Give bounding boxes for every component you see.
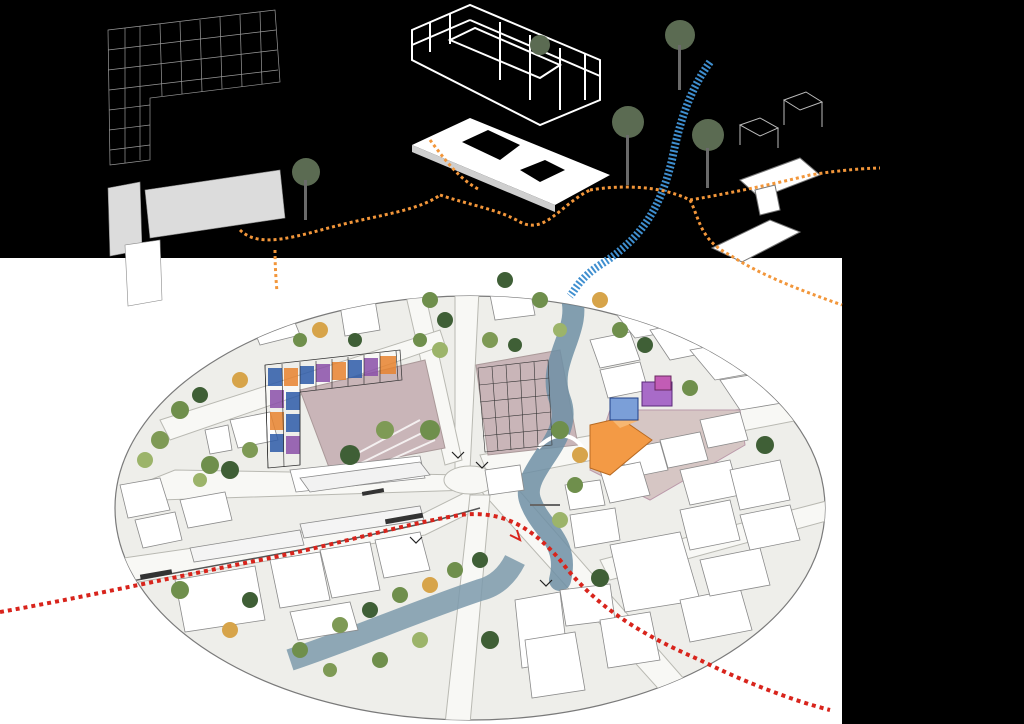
block (205, 425, 232, 454)
block (375, 532, 430, 578)
block (485, 465, 524, 495)
block (525, 632, 585, 698)
block (600, 612, 660, 668)
block (270, 552, 330, 608)
